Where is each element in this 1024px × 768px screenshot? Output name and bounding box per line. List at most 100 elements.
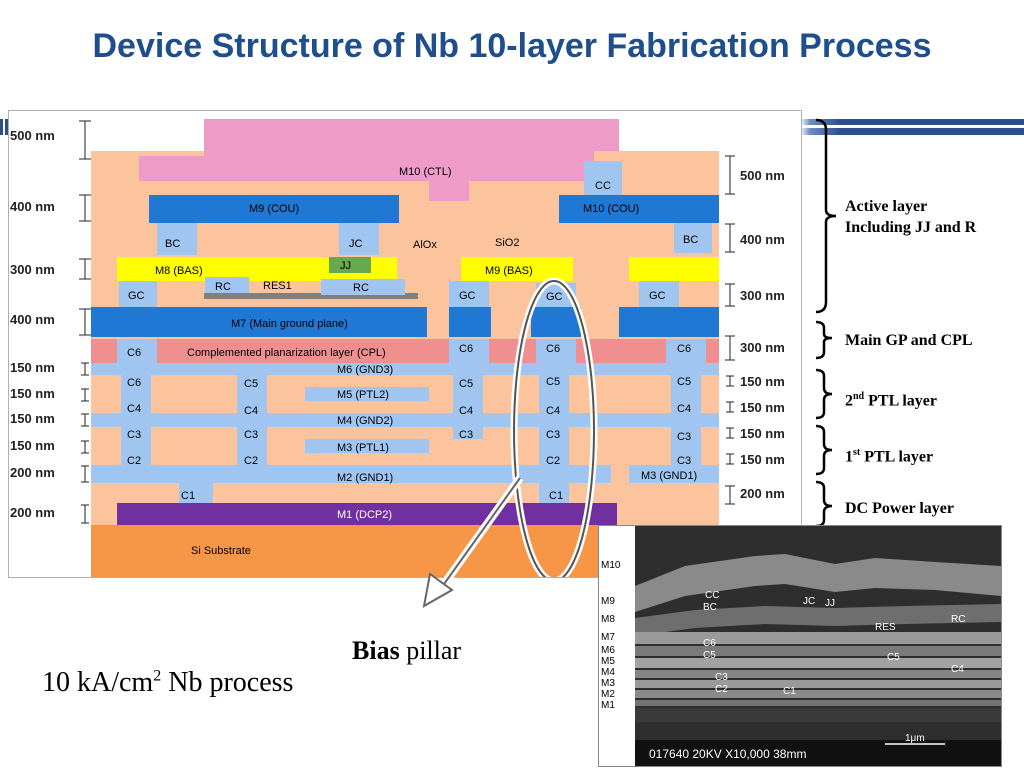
label-c4-a: C4 xyxy=(127,403,141,415)
sem-c1: C1 xyxy=(783,686,796,697)
sem-image-area: CC BC JC JJ RES RC C6 C5 C5 C4 C3 C2 C1 … xyxy=(635,526,1001,766)
m2-gnd1-layer xyxy=(91,465,611,483)
jj-junction xyxy=(329,257,371,273)
sem-label-m6: M6 xyxy=(601,645,615,656)
label-m3: M3 (PTL1) xyxy=(337,442,389,454)
sem-c4: C4 xyxy=(951,664,964,675)
label-bc-left: BC xyxy=(165,238,180,250)
sem-bc: BC xyxy=(703,602,717,613)
sem-rc: RC xyxy=(951,614,965,625)
title-rule-right xyxy=(800,119,1024,135)
label-m1: M1 (DCP2) xyxy=(337,509,392,521)
right-thickness-400nm: 400 nm xyxy=(740,232,785,247)
slide-title: Device Structure of Nb 10-layer Fabricat… xyxy=(92,27,932,65)
right-thickness-300nm: 300 nm xyxy=(740,288,785,303)
label-c3-e: C3 xyxy=(677,431,691,443)
sem-label-m10: M10 xyxy=(601,560,621,571)
bias-pillar-outline-edge xyxy=(513,280,595,577)
label-c3-b: C3 xyxy=(244,429,258,441)
label-m6: M6 (GND3) xyxy=(337,364,393,376)
label-c4-e: C4 xyxy=(677,403,691,415)
sem-label-m2: M2 xyxy=(601,689,615,700)
label-gc-4: GC xyxy=(649,290,666,302)
left-thickness-150nm-2: 150 nm xyxy=(10,386,55,401)
rc-contact-left xyxy=(205,277,249,295)
group-main-gp: Main GP and CPL xyxy=(845,332,973,349)
left-thickness-150nm-4: 150 nm xyxy=(10,438,55,453)
group-braces xyxy=(815,118,837,528)
m7-segment-2 xyxy=(449,307,491,337)
m6-gnd3-layer xyxy=(91,363,719,375)
c6-via-2 xyxy=(449,339,489,363)
label-c6-a: C6 xyxy=(127,377,141,389)
via-stack-1 xyxy=(121,363,151,465)
sem-footer: 017640 20KV X10,000 38mm xyxy=(649,747,806,761)
m4-gnd2-layer xyxy=(91,413,719,427)
right-thickness-300nm-2: 300 nm xyxy=(740,340,785,355)
sem-c6: C6 xyxy=(703,638,716,649)
jc-contact xyxy=(339,223,379,255)
group-dc-power: DC Power layer xyxy=(845,500,954,517)
label-m8-bas: M8 (BAS) xyxy=(155,265,203,277)
label-c4-d: C4 xyxy=(546,405,560,417)
label-c5-b: C5 xyxy=(459,378,473,390)
left-thickness-markers xyxy=(79,120,91,524)
left-thickness-150nm-1: 150 nm xyxy=(10,360,55,375)
label-c6-2: C6 xyxy=(459,343,473,355)
gc-contact-2 xyxy=(449,281,489,307)
right-thickness-150nm-2: 150 nm xyxy=(740,400,785,415)
label-rc-left: RC xyxy=(215,281,231,293)
sem-cc: CC xyxy=(705,590,719,601)
label-c6-3: C6 xyxy=(546,343,560,355)
brace-ptl1 xyxy=(815,424,833,476)
res1-resistor xyxy=(204,293,418,299)
sem-c5-b: C5 xyxy=(887,652,900,663)
brace-dc xyxy=(815,480,833,528)
cc-contact xyxy=(584,161,622,197)
left-thickness-200nm-2: 200 nm xyxy=(10,505,55,520)
sem-res: RES xyxy=(875,622,896,633)
label-m10-cou: M10 (COU) xyxy=(583,203,639,215)
label-c5-d: C5 xyxy=(677,376,691,388)
m7-segment-4 xyxy=(619,307,719,337)
m3-gnd1-right xyxy=(629,465,719,483)
sem-scale: 1μm xyxy=(905,733,925,744)
bc-contact-left xyxy=(157,223,197,255)
label-c4-c: C4 xyxy=(459,405,473,417)
right-thickness-150nm-1: 150 nm xyxy=(740,374,785,389)
label-c2-b: C2 xyxy=(244,455,258,467)
m10-ctl-layer xyxy=(139,119,619,201)
m9-bas-layer xyxy=(461,257,573,281)
label-bc-right: BC xyxy=(683,234,698,246)
gc-contact-1 xyxy=(119,281,157,307)
right-thickness-150nm-4: 150 nm xyxy=(740,452,785,467)
label-aiox: AlOx xyxy=(413,239,437,251)
sem-label-m3: M3 xyxy=(601,678,615,689)
gc-contact-4 xyxy=(639,281,679,307)
m9-cou-layer xyxy=(149,195,399,223)
bc-contact-right xyxy=(674,223,712,253)
label-m9-bas: M9 (BAS) xyxy=(485,265,533,277)
sem-label-m9: M9 xyxy=(601,596,615,607)
brace-main-gp xyxy=(815,320,833,360)
label-gc-3: GC xyxy=(546,291,563,303)
sem-label-m1: M1 xyxy=(601,700,615,711)
label-c3-c: C3 xyxy=(459,429,473,441)
m5-ptl2-layer xyxy=(305,387,429,401)
cross-section-svg: M10 (CTL) CC M9 (COU) M10 (COU) BC JC Al… xyxy=(79,119,719,577)
sem-image-svg: CC BC JC JJ RES RC C6 C5 C5 C4 C3 C2 C1 … xyxy=(635,526,1001,766)
c6-via-4 xyxy=(666,339,706,363)
label-c3-f: C3 xyxy=(677,455,691,467)
group-ptl2: 2nd PTL layer xyxy=(845,391,938,410)
label-c5-a: C5 xyxy=(244,378,258,390)
sem-c3: C3 xyxy=(715,672,728,683)
left-thickness-150nm-3: 150 nm xyxy=(10,411,55,426)
m7-ground-plane xyxy=(91,307,427,337)
label-c2-a: C2 xyxy=(127,455,141,467)
group-active-layer: Active layer Including JJ and R xyxy=(845,198,977,236)
left-thickness-200nm-1: 200 nm xyxy=(10,465,55,480)
bias-pillar-caption: Bias pillar xyxy=(352,636,462,665)
label-c1-b: C1 xyxy=(549,490,563,502)
label-m9-cou: M9 (COU) xyxy=(249,203,299,215)
right-thickness-500nm: 500 nm xyxy=(740,168,785,183)
